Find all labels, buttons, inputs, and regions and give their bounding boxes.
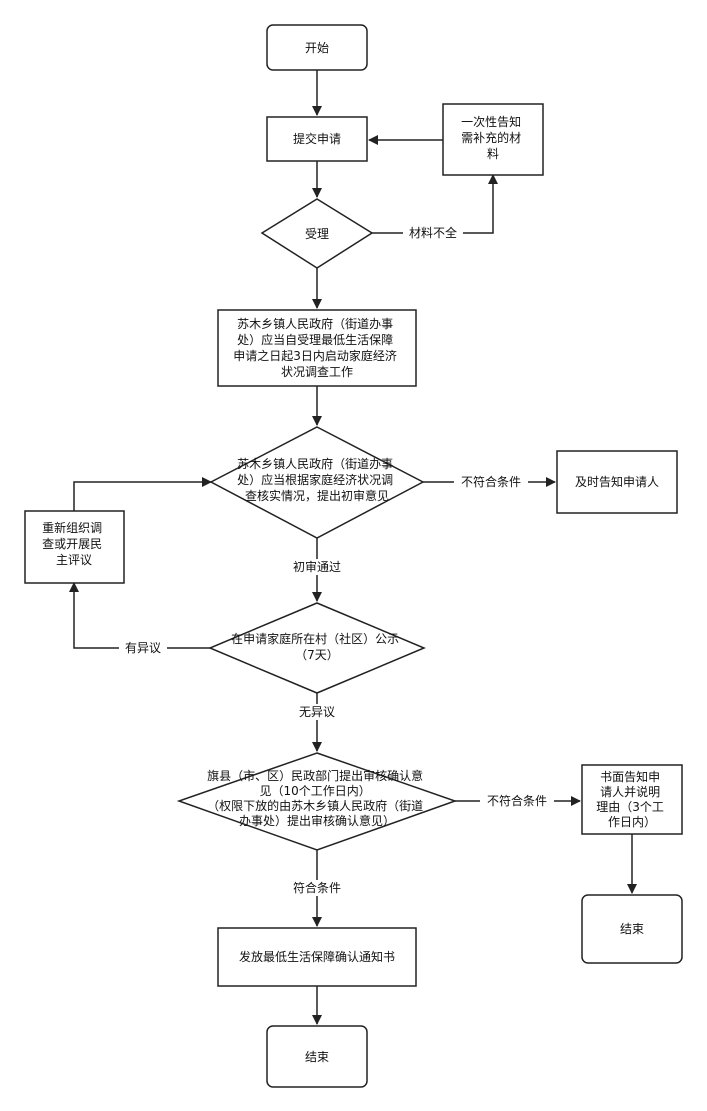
edge-label-not-qualified-1: 不符合条件 (461, 474, 521, 489)
publicize-node (208, 602, 426, 694)
issue-notice-label: 发放最低生活保障确认通知书 (239, 949, 395, 964)
end-main-node (266, 1025, 368, 1088)
edge-label-qualified: 符合条件 (293, 880, 341, 895)
preliminary-node (209, 426, 425, 539)
notify-applicant-node (556, 450, 678, 514)
nodes (24, 24, 683, 1088)
preliminary-label: 苏木乡镇人民政府（街道办事 处）应当根据家庭经济状况调 查核实情况，提出初审意见 (237, 456, 397, 503)
submit-node (266, 116, 368, 162)
notify-applicant-label: 及时告知申请人 (575, 475, 659, 489)
reinvestigate-label: 重新组织调 查或开展民 主评议 (42, 520, 106, 567)
investigate-node (217, 309, 417, 387)
edge-accept-notify (372, 174, 498, 234)
notify-materials-node (442, 103, 544, 176)
edge-reinvestigate-preliminary (73, 477, 212, 511)
written-notice-label: 书面告知申 请人并说明 理由（3个工 作日内） (596, 770, 667, 829)
node-labels: 开始 提交申请 一次性告知 需补充的材 料 受理 苏木乡镇人民政府（街道办事 处… (42, 41, 667, 1064)
end-right-node (581, 894, 683, 964)
notify-materials-label: 一次性告知 需补充的材 料 (461, 115, 525, 161)
written-notice-node (581, 764, 683, 835)
accept-node (260, 198, 374, 269)
county-review-label: 旗县（市、区）民政部门提出审核确认意 见（10个工作日内） （权限下放的由苏木乡… (207, 768, 427, 828)
edge-labels: 材料不全 不符合条件 初审通过 有异议 无异议 不符合条件 符合条件 (119, 225, 554, 896)
edge-label-not-qualified-2: 不符合条件 (487, 793, 547, 808)
edge-label-materials-incomplete: 材料不全 (409, 225, 457, 240)
issue-notice-node (217, 927, 417, 987)
investigate-label: 苏木乡镇人民政府（街道办事 处）应当自受理最低生活保障 申请之日起3日内启动家庭… (233, 316, 400, 379)
publicize-label: 在申请家庭所在村（社区）公示 （7天） (231, 631, 403, 662)
county-review-node (176, 752, 458, 851)
start-node (266, 24, 368, 71)
submit-label: 提交申请 (293, 131, 341, 146)
edge-label-has-objection: 有异议 (125, 641, 161, 655)
end-right-label: 结束 (620, 922, 644, 936)
reinvestigate-node (24, 510, 125, 584)
accept-label: 受理 (305, 227, 329, 241)
edge-publicize-reinvestigate (69, 582, 210, 649)
edges (69, 70, 637, 1025)
edge-label-preliminary-passed: 初审通过 (293, 559, 341, 574)
end-main-label: 结束 (305, 1050, 329, 1064)
edge-label-no-objection: 无异议 (299, 705, 335, 719)
start-label: 开始 (305, 41, 329, 55)
